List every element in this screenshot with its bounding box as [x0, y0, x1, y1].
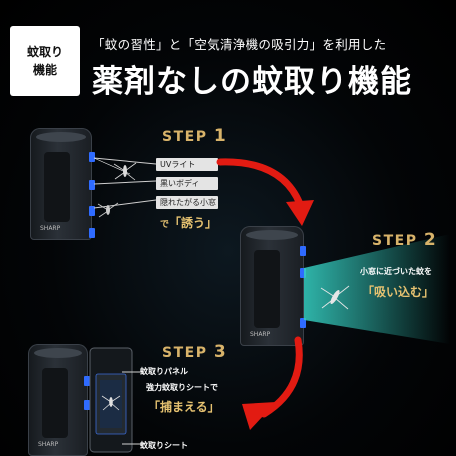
step1-label-small-window: 隠れたがる小窓: [156, 196, 218, 209]
step1-pointer-lines: [93, 157, 157, 209]
step1-label-black-body: 黒いボディ: [156, 177, 218, 190]
step2-caption-line1: 小窓に近づいた蚊を: [360, 267, 432, 276]
blue-vent: [300, 268, 306, 278]
suction-airflow: [304, 234, 450, 344]
blue-vent: [89, 206, 95, 216]
purifier-front-panel: [44, 152, 70, 222]
blue-vent: [300, 318, 306, 328]
step3-title: STEP 3: [162, 342, 228, 362]
blue-vent: [89, 152, 95, 162]
purifier-front-panel: [42, 368, 68, 438]
badge-line-2: 機能: [32, 63, 57, 77]
blue-vent: [89, 180, 95, 190]
air-purifier-step2: SHARP: [240, 226, 304, 346]
badge-line-1: 蚊取り: [26, 45, 63, 59]
mosquito-icon: [97, 202, 119, 218]
mosquito-icon: [113, 162, 137, 181]
header-subtitle: 「蚊の習性」と「空気清浄機の吸引力」を利用した: [92, 37, 387, 52]
air-purifier-step3: SHARP: [28, 344, 88, 456]
air-purifier-step1: SHARP: [30, 128, 92, 240]
step2-title: STEP 2: [372, 230, 438, 250]
feature-badge: 蚊取り 機能: [10, 26, 80, 96]
purifier-top: [246, 230, 298, 240]
step3-label-panel: 蚊取りパネル: [140, 367, 188, 376]
step1-caption: で「誘う」: [160, 216, 218, 230]
blue-vent: [84, 400, 90, 410]
purifier-logo: SHARP: [38, 441, 59, 448]
curved-arrow-icon: [216, 158, 314, 226]
purifier-top: [34, 348, 82, 358]
blue-vent: [300, 246, 306, 256]
step3-caption-line1: 強力蚊取りシートで: [146, 383, 218, 392]
header-title: 薬剤なしの蚊取り機能: [92, 64, 412, 100]
step1-title: STEP 1: [162, 126, 228, 146]
mosquito-trap-panel: [89, 347, 133, 453]
mosquito-icon: [320, 285, 350, 310]
blue-vent: [89, 228, 95, 238]
step3-pointer-lines: [122, 371, 144, 445]
step3-label-sheet: 蚊取りシート: [140, 441, 188, 450]
purifier-top: [36, 132, 86, 142]
blue-vent: [84, 376, 90, 386]
purifier-front-panel: [254, 250, 280, 328]
purifier-logo: SHARP: [40, 225, 61, 232]
step2-caption-emphasis: 「吸い込む」: [362, 285, 435, 299]
step3-caption-emphasis: 「捕まえる」: [148, 400, 220, 414]
curved-arrow-icon: [242, 336, 303, 430]
purifier-logo: SHARP: [250, 331, 271, 338]
step1-label-uv-light: UVライト: [156, 158, 218, 171]
